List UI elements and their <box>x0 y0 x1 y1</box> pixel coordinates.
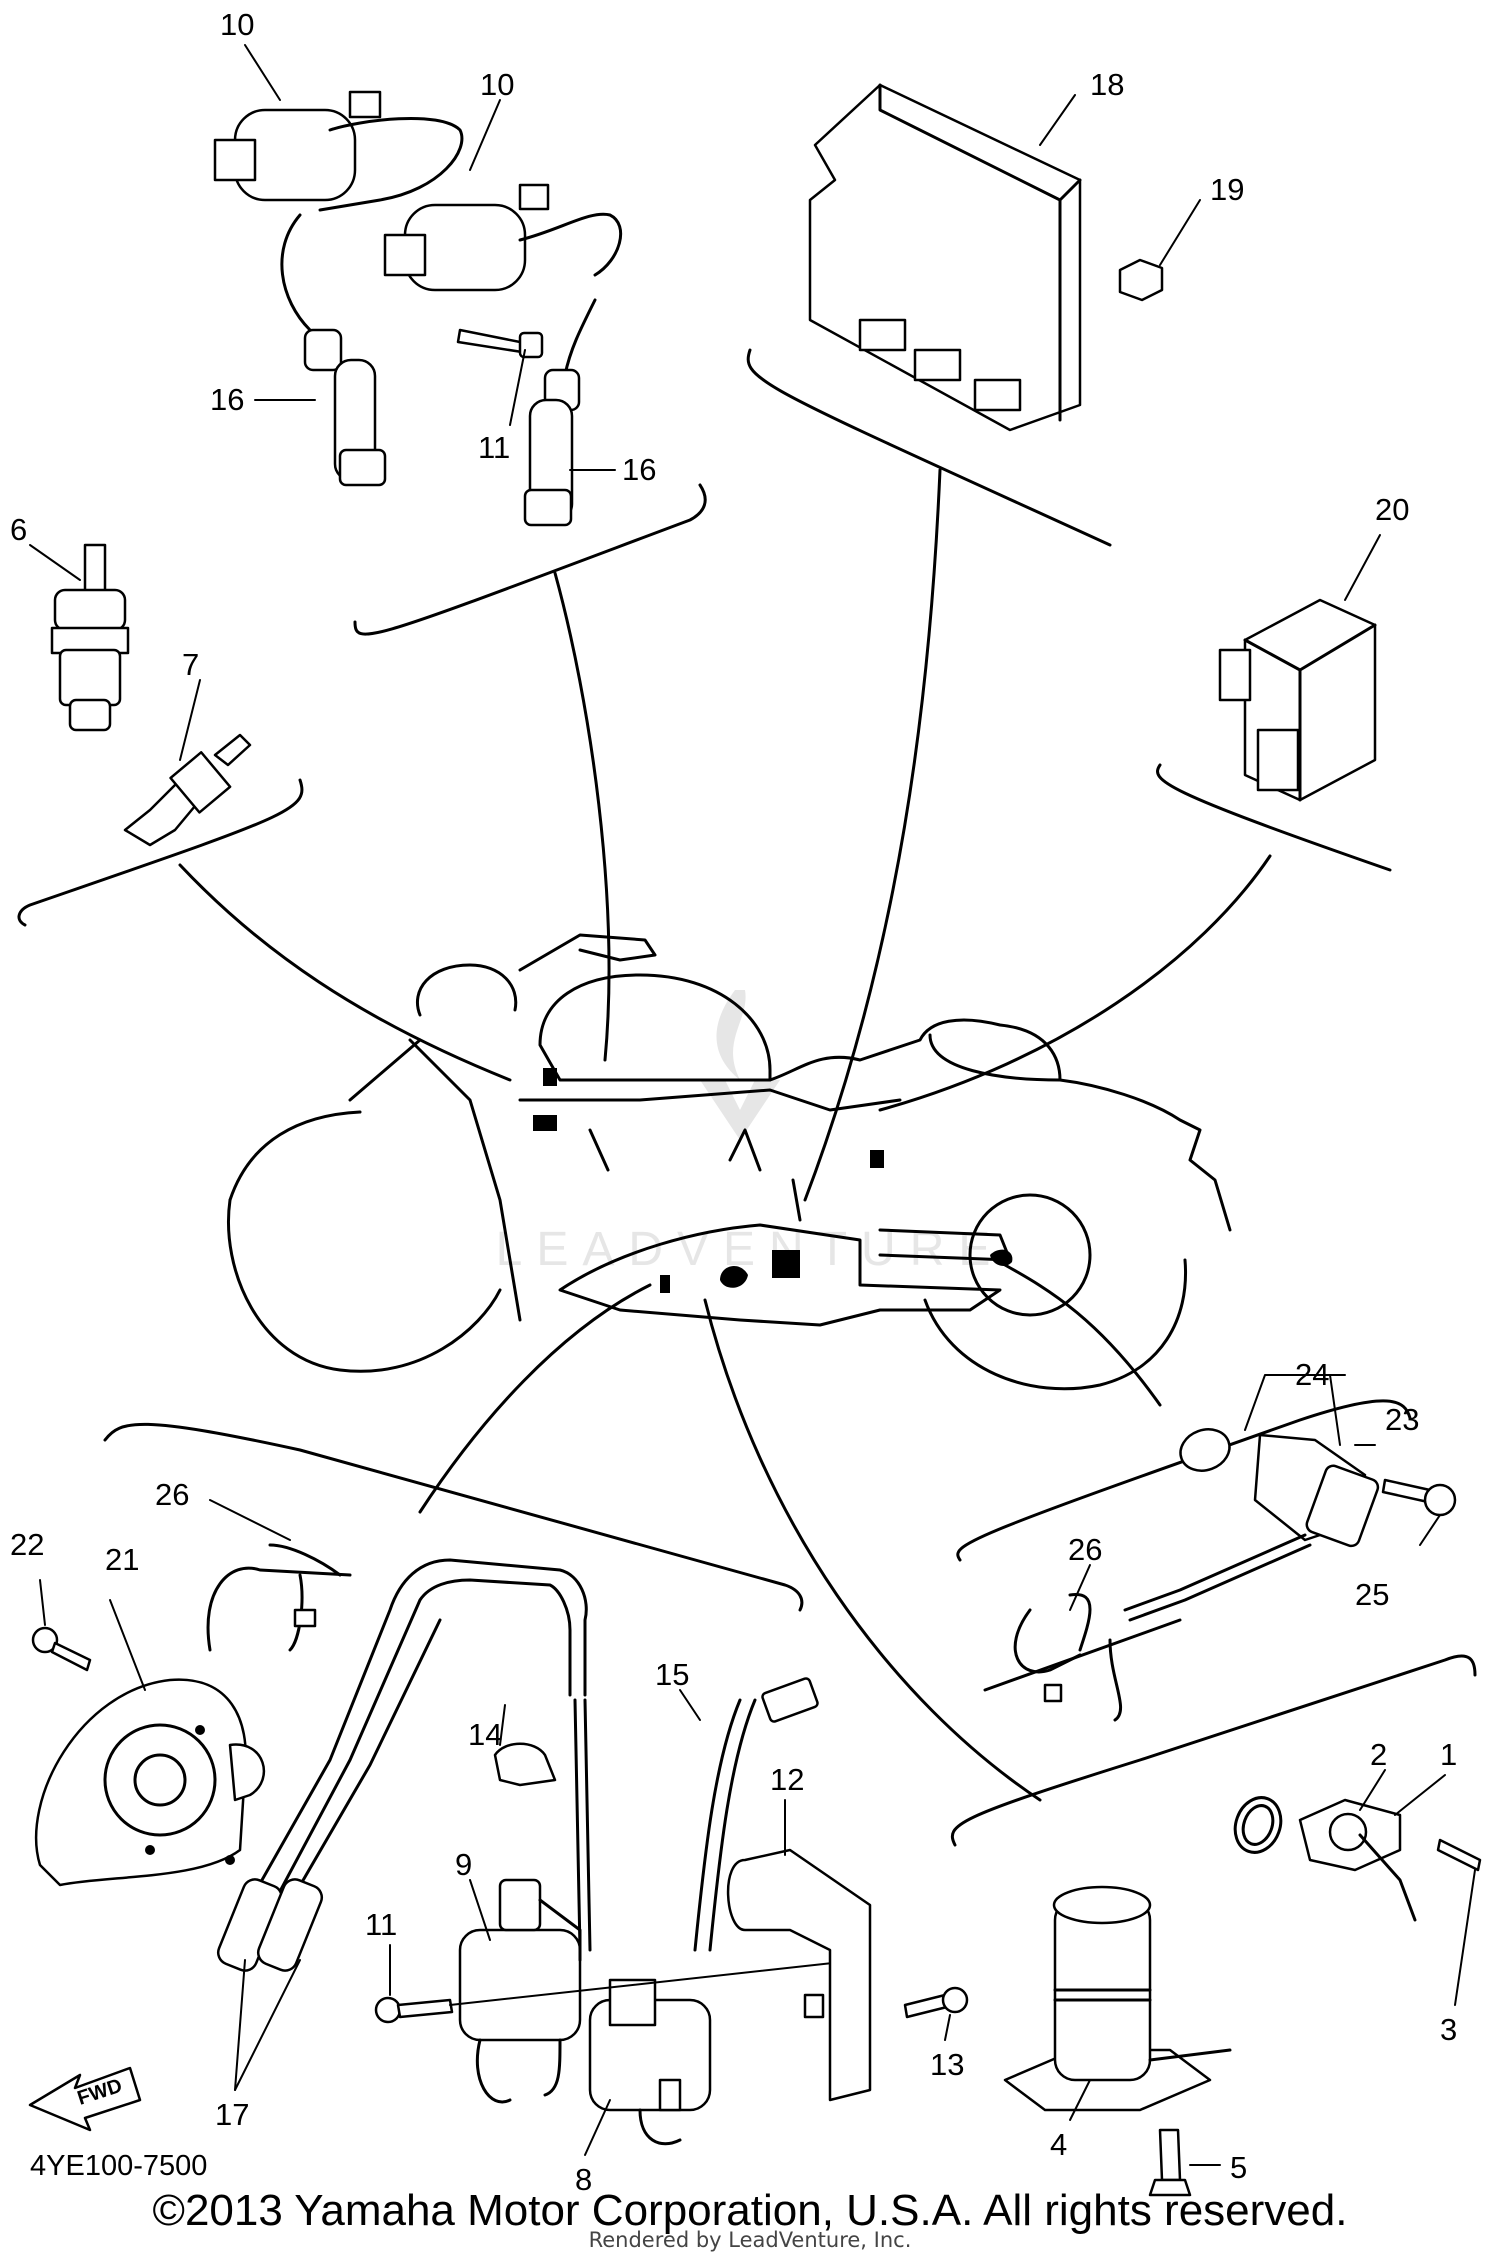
plug-cap-left <box>280 213 387 487</box>
diagram-code: 4YE100-7500 <box>30 2150 208 2182</box>
callout-10-lower: 10 <box>480 67 514 102</box>
callout-24: 24 <box>1295 1357 1329 1392</box>
callout-17: 17 <box>215 2097 249 2132</box>
leader-lines <box>178 468 1272 1802</box>
callout-labels: 10 10 16 11 16 18 19 6 7 20 24 23 25 26 … <box>10 7 1457 2197</box>
callout-16-left: 16 <box>210 382 244 417</box>
callout-13: 13 <box>930 2047 964 2082</box>
temperature-switch <box>50 543 130 732</box>
horn-bolt-22 <box>31 1626 92 1672</box>
ignition-coil-lower <box>383 183 623 292</box>
horn-unit <box>34 1678 266 1887</box>
callout-22: 22 <box>10 1527 44 1562</box>
screw-3 <box>1436 1838 1482 1872</box>
callout-10-upper: 10 <box>220 7 254 42</box>
callout-3: 3 <box>1440 2012 1457 2047</box>
rendered-by-credit: Rendered by LeadVenture, Inc. <box>588 2228 912 2252</box>
bolt-11-lower <box>374 1959 861 2024</box>
callout-7: 7 <box>182 647 199 682</box>
watermark-logo <box>700 990 780 1140</box>
callout-11-upper: 11 <box>478 430 510 465</box>
plug-cap-right <box>523 298 597 527</box>
callout-8: 8 <box>575 2162 592 2197</box>
wire-band-right <box>983 1593 1182 1722</box>
lead-wire-15 <box>693 1677 819 1952</box>
callout-9: 9 <box>455 1847 472 1882</box>
speed-sensor <box>1123 1428 1380 1622</box>
ignition-coil-upper <box>213 90 464 212</box>
oil-level-switch <box>1298 1798 1417 1922</box>
callout-20: 20 <box>1375 492 1409 527</box>
callout-21: 21 <box>105 1542 139 1577</box>
bolt-5 <box>1148 2128 1192 2197</box>
callout-2: 2 <box>1370 1737 1387 1772</box>
callout-leaders <box>29 44 1476 2166</box>
callout-12: 12 <box>770 1762 804 1797</box>
motorcycle-outline <box>227 933 1232 1391</box>
ignition-coil-8 <box>588 1978 712 2146</box>
solenoid-unit <box>1003 1885 1232 2112</box>
mount-bracket-12 <box>726 1848 872 2102</box>
ecu-unit <box>808 83 1082 432</box>
callout-4: 4 <box>1050 2127 1067 2162</box>
callout-5: 5 <box>1230 2150 1247 2185</box>
group-brackets <box>17 348 1477 1847</box>
callout-1: 1 <box>1440 1737 1457 1772</box>
bolt-13 <box>903 1986 969 2019</box>
bolt-25 <box>1381 1478 1457 1517</box>
relay-unit <box>1218 598 1377 802</box>
callout-14: 14 <box>468 1717 502 1752</box>
nut-19 <box>1118 258 1164 302</box>
ignition-coil-9 <box>458 1698 592 2104</box>
wire-band-left <box>206 1543 352 1652</box>
o-ring-2 <box>1233 1796 1283 1854</box>
thermo-unit <box>123 733 252 847</box>
callout-19: 19 <box>1210 172 1244 207</box>
callout-18: 18 <box>1090 67 1124 102</box>
callout-23: 23 <box>1385 1402 1419 1437</box>
plug-lead-pair <box>216 1558 588 1972</box>
callout-16-right: 16 <box>622 452 656 487</box>
callout-26-right: 26 <box>1068 1532 1102 1567</box>
callout-26-left: 26 <box>155 1477 189 1512</box>
callout-25: 25 <box>1355 1577 1389 1612</box>
callout-11-lower: 11 <box>365 1907 397 1942</box>
forward-arrow-icon: FWD <box>28 2066 142 2132</box>
coil-bolt-upper <box>456 328 544 359</box>
callout-6: 6 <box>10 512 27 547</box>
callout-15: 15 <box>655 1657 689 1692</box>
grommet-14 <box>493 1742 557 1787</box>
copyright-notice: ©2013 Yamaha Motor Corporation, U.S.A. A… <box>152 2186 1348 2235</box>
